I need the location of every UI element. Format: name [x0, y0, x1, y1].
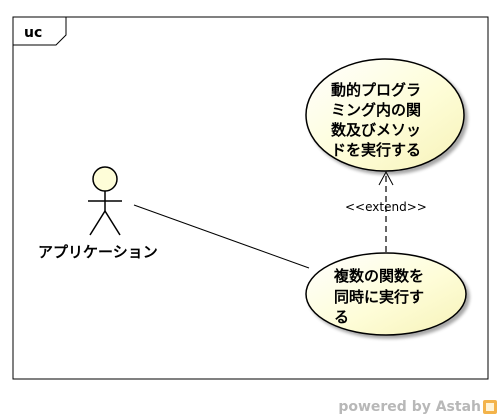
association-line[interactable] — [133, 204, 310, 269]
svg-text:動的プログラ ミング内の関 数及びメ: 動的プログラ ミング内の関 数及びメソッ ドを実行する — [331, 81, 426, 159]
actor-figure-icon[interactable] — [88, 166, 122, 236]
use-case-top-line: ドを実行する — [331, 141, 421, 159]
astah-logo-icon — [483, 400, 497, 414]
use-case-bottom-line: 同時に実行す — [334, 288, 424, 306]
use-case-bottom-line: る — [334, 308, 349, 326]
diagram-frame — [12, 16, 489, 380]
frame-label: uc — [24, 25, 42, 41]
watermark: powered by Astah — [338, 399, 497, 415]
actor-name: アプリケーション — [38, 243, 158, 261]
frame-tab — [13, 17, 67, 46]
use-case-top-line: ミング内の関 — [331, 101, 421, 119]
extend-label: <<extend>> — [345, 200, 427, 214]
use-case-top-line: 数及びメソッ — [331, 121, 421, 139]
use-case-bottom-line: 複数の関数を — [333, 267, 424, 285]
use-case-top[interactable]: 動的プログラ ミング内の関 数及びメソッ ドを実行する — [305, 58, 465, 172]
extend-arrowhead-icon — [378, 170, 394, 186]
use-case-bottom[interactable]: 複数の関数を 同時に実行す る — [305, 252, 467, 336]
svg-text:複数の関数を 同時に実行す る: 複数の関数を 同時に実行す る — [333, 267, 429, 326]
watermark-text: powered by Astah — [338, 399, 481, 415]
use-case-top-line: 動的プログラ — [331, 81, 421, 99]
